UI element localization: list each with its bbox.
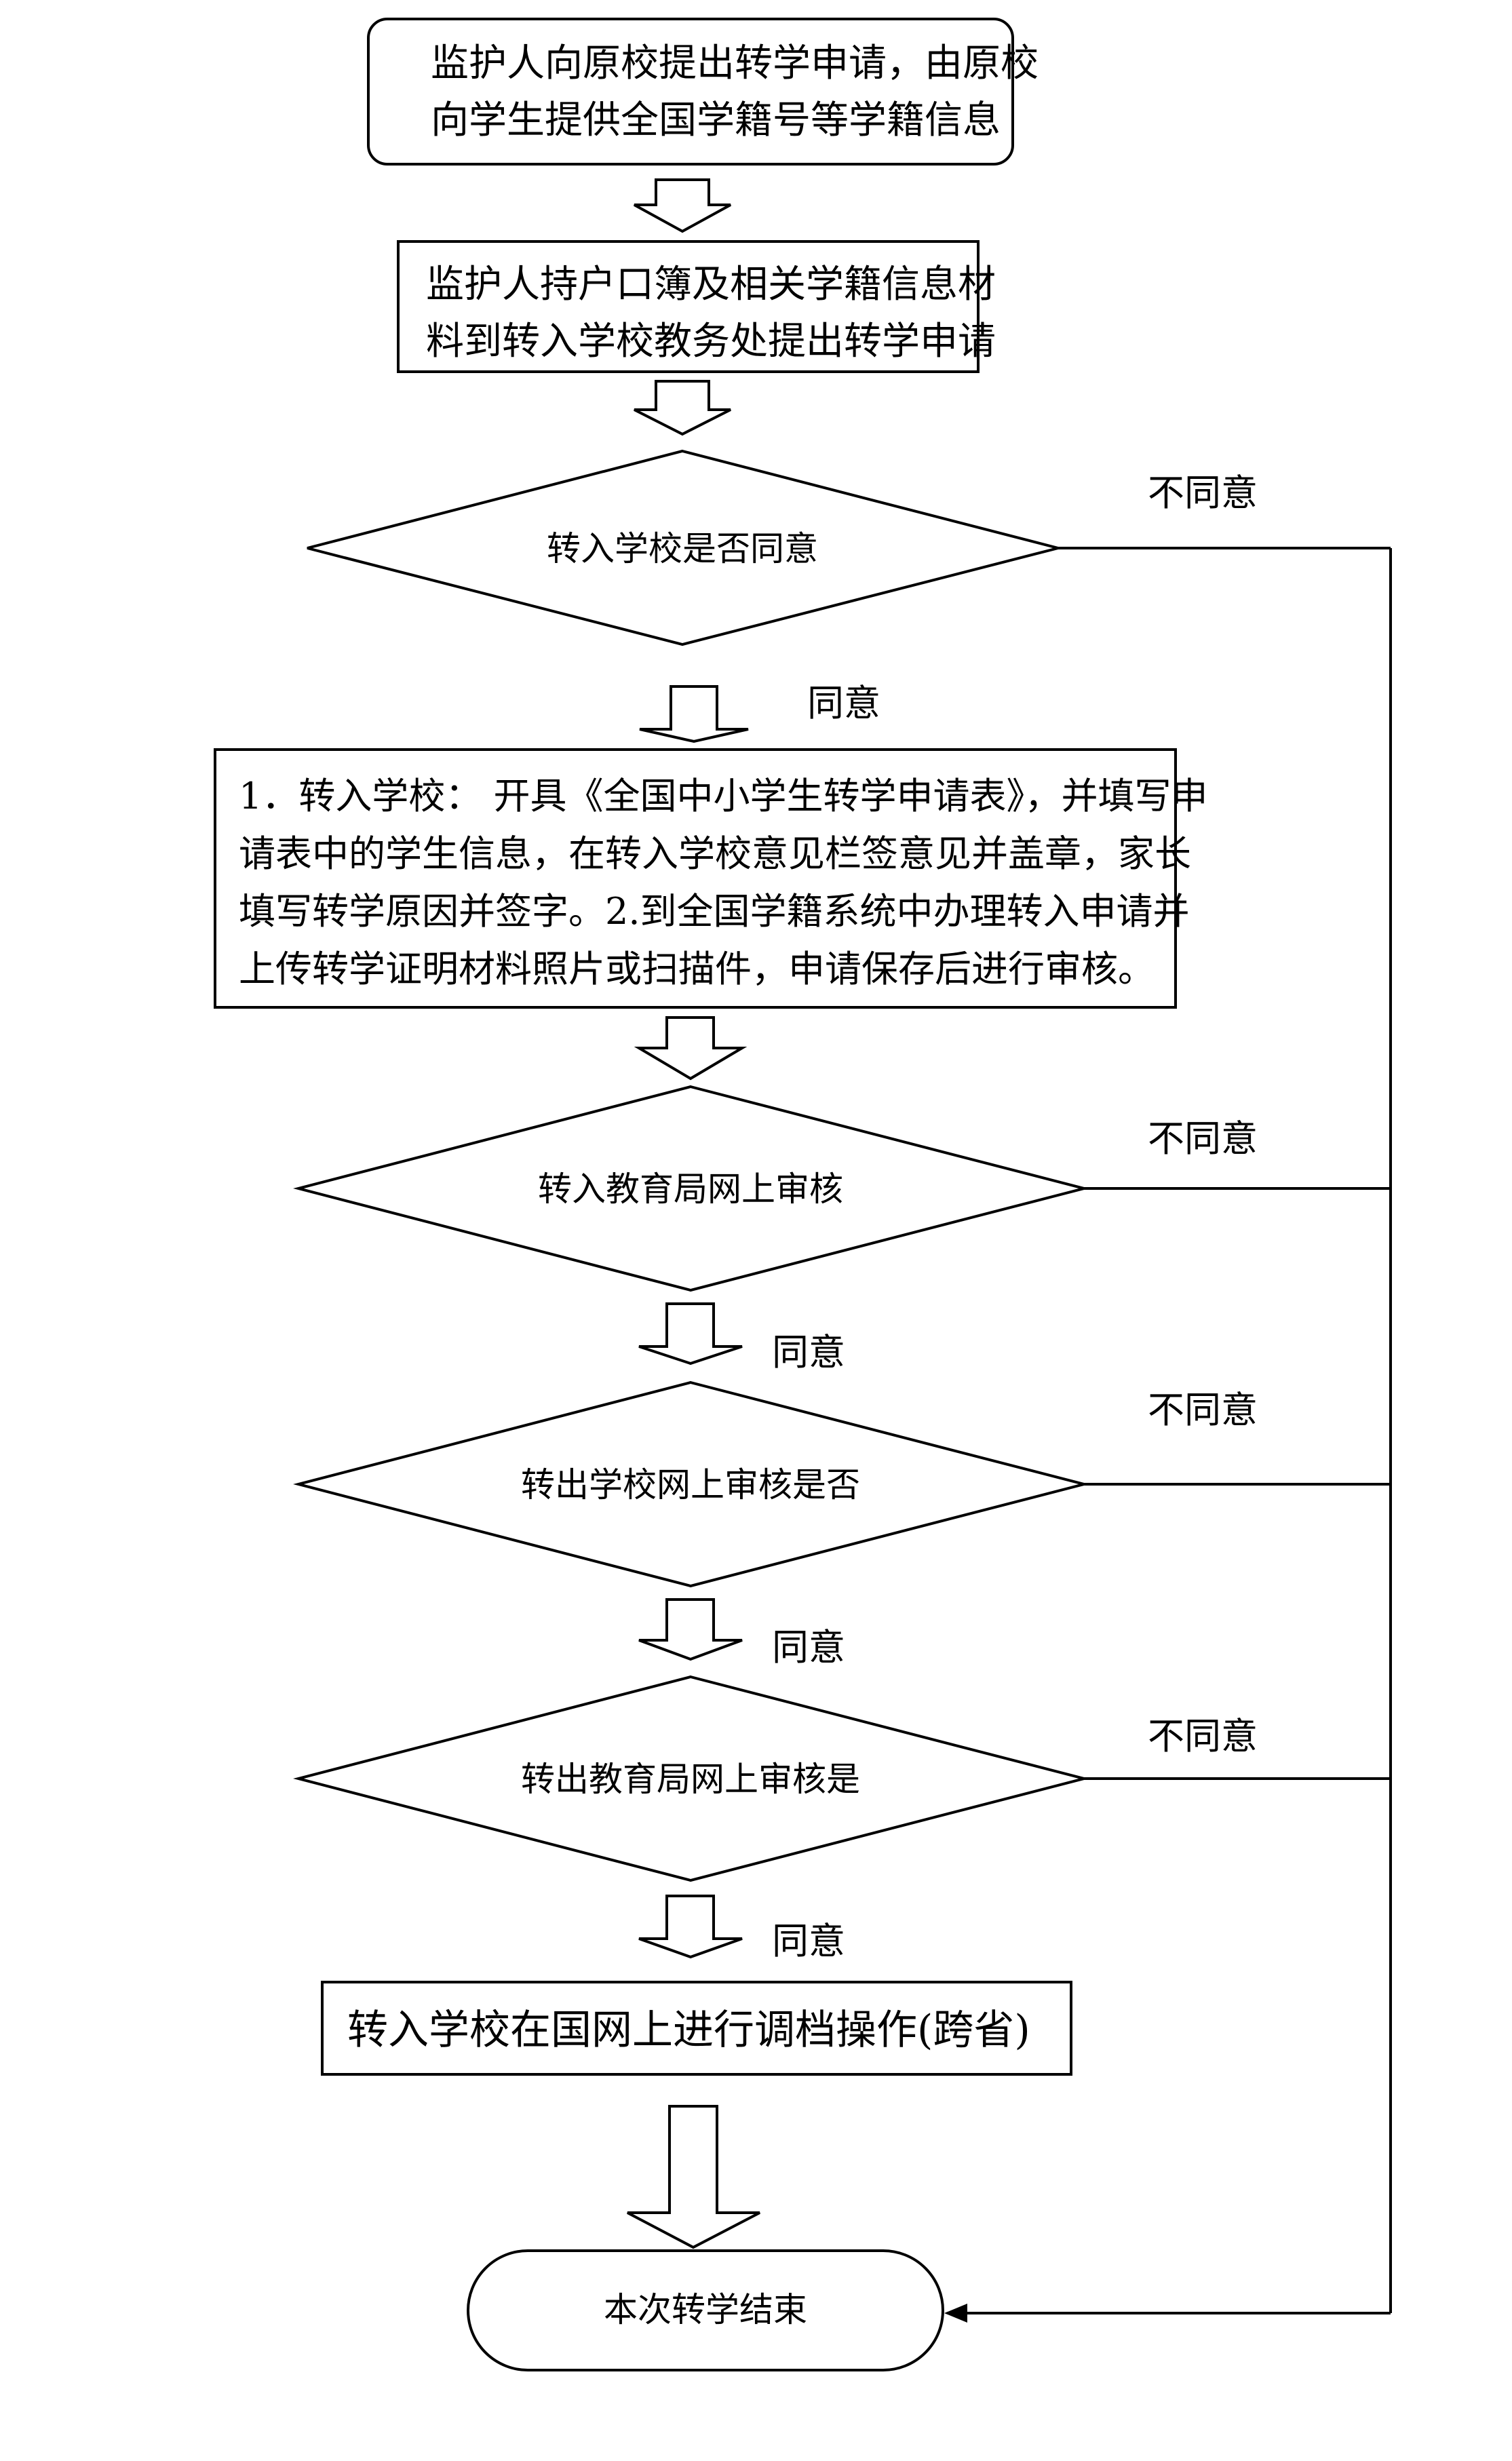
down-arrow-6 [638, 1598, 743, 1661]
step-3-line-3: 填写转学原因并签字。2.到全国学籍系统中办理转入申请并 [239, 890, 1190, 933]
disagree-label-2: 不同意 [1148, 1117, 1258, 1160]
decision-2-label: 转入教育局网上审核 [538, 1169, 843, 1209]
down-arrow-8 [627, 2105, 760, 2249]
decision-2: 转入教育局网上审核 [293, 1085, 1089, 1292]
end-terminator: 本次转学结束 [467, 2249, 944, 2371]
step-3-line-4: 上传转学证明材料照片或扫描件，申请保存后进行审核。 [239, 948, 1155, 990]
down-arrow-1 [634, 178, 731, 233]
agree-label-4: 同意 [772, 1920, 845, 1962]
decision-1-label: 转入学校是否同意 [547, 529, 818, 568]
down-arrow-2 [634, 380, 731, 436]
decision-3: 转出学校网上审核是否 [293, 1380, 1089, 1588]
return-arrowhead [944, 2304, 967, 2323]
decision-1: 转入学校是否同意 [307, 449, 1059, 646]
step-2-line-2: 料到转入学校教务处提出转学申请 [426, 319, 996, 364]
down-arrow-3 [639, 685, 749, 743]
down-arrow-4 [634, 1016, 748, 1081]
step-1-box: 监护人向原校提出转学申请，由原校 向学生提供全国学籍号等学籍信息 [367, 18, 1039, 166]
agree-label-2: 同意 [772, 1331, 845, 1374]
step-3-box: 1．转入学校： 开具《全国中小学生转学申请表》，并填写申 请表中的学生信息，在转… [214, 748, 1208, 1009]
decision-4-label: 转出教育局网上审核是 [521, 1760, 860, 1799]
step-2-box: 监护人持户口簿及相关学籍信息材 料到转入学校教务处提出转学申请 [397, 240, 996, 373]
disagree-label-1: 不同意 [1148, 471, 1258, 514]
disagree-label-4: 不同意 [1148, 1715, 1258, 1758]
decision-3-label: 转出学校网上审核是否 [521, 1465, 860, 1505]
step-3-line-2: 请表中的学生信息，在转入学校意见栏签意见并盖章，家长 [239, 832, 1191, 875]
end-label: 本次转学结束 [604, 2290, 807, 2329]
step-4-box: 转入学校在国网上进行调档操作(跨省) [321, 1981, 1072, 2076]
down-arrow-7 [638, 1895, 743, 1959]
down-arrow-5 [638, 1302, 743, 1365]
agree-label-3: 同意 [772, 1626, 845, 1669]
step-3-line-1: 1．转入学校： 开具《全国中小学生转学申请表》，并填写申 [239, 775, 1208, 817]
step-1-line-2: 向学生提供全国学籍号等学籍信息 [431, 98, 1001, 142]
decision-4: 转出教育局网上审核是 [293, 1675, 1089, 1882]
step-4-label: 转入学校在国网上进行调档操作(跨省) [347, 2007, 1030, 2054]
step-1-line-1: 监护人向原校提出转学申请，由原校 [431, 41, 1039, 85]
step-2-line-1: 监护人持户口簿及相关学籍信息材 [426, 263, 996, 307]
agree-label-1: 同意 [807, 682, 880, 724]
disagree-label-3: 不同意 [1148, 1389, 1258, 1431]
